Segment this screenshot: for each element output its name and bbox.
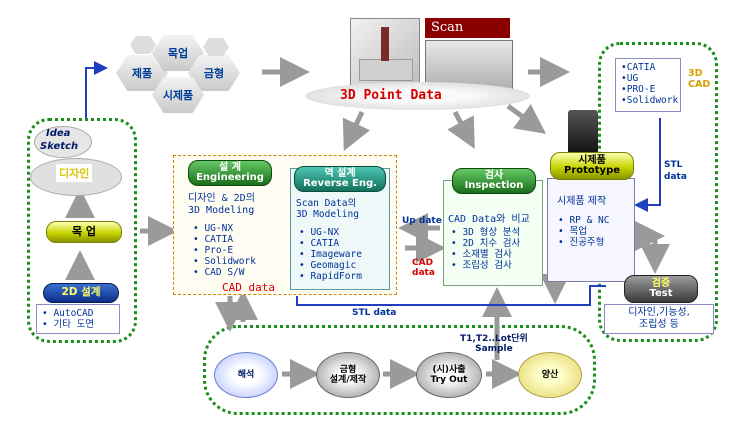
mold-label-1: 금형 [339, 364, 357, 375]
reverse-subtitle: Scan Data의 3D Modeling [296, 198, 359, 220]
design-label: 디자인 [56, 164, 93, 182]
list-item: • CATIA [299, 238, 340, 249]
mold-circle: 금형 설계/제작 [316, 352, 380, 398]
reverse-pill: 역 설계 Reverse Eng. [294, 166, 386, 192]
hex-deco-right [203, 38, 229, 56]
test-line-2: 조립성 등 [639, 319, 679, 330]
point-data-cloud [305, 82, 530, 110]
analysis-circle: 해석 [214, 352, 278, 398]
test-title-ko: 검증 [651, 277, 671, 289]
reverse-subtitle-2: 3D Modeling [296, 209, 359, 220]
inspection-title-en: Inspection [464, 180, 524, 191]
reverse-list: • UG-NX • CATIA • Imageware • Geomagic •… [294, 224, 386, 284]
list-item: • AutoCAD [42, 308, 94, 319]
list-item: • UG-NX [193, 223, 234, 234]
stl-data-bottom-label: STL data [352, 308, 397, 318]
mockup-pill: 목 업 [46, 221, 122, 243]
design-2d-pill: 2D 설계 [43, 283, 119, 303]
engineering-list: • UG-NX • CATIA • Pro-E • Solidwork • CA… [188, 220, 280, 280]
test-box: 디자인,기능성, 조립성 등 [604, 304, 714, 334]
inspection-title-ko: 검사 [484, 169, 504, 181]
cad-data-label-2: data [412, 268, 435, 278]
point-data-label: 3D Point Data [340, 88, 442, 103]
scanner-arm [381, 27, 389, 61]
list-item: •PRO-E [621, 84, 656, 95]
engineering-title-ko: 설 계 [219, 161, 241, 173]
lot-label-2: Sample [475, 344, 513, 354]
list-item: • 진공주형 [558, 237, 605, 248]
list-item: • Solidwork [193, 256, 256, 267]
lot-sample-label: T1,T2..Lot단위 Sample [460, 334, 528, 354]
list-item: • 목업 [558, 226, 587, 237]
analysis-label: 해석 [237, 369, 255, 380]
idea-title: Idea [46, 128, 71, 139]
lot-label-1: T1,T2..Lot단위 [460, 334, 528, 344]
list-item: •UG [621, 73, 639, 84]
engineering-subtitle-1: 디자인 & 2D의 [188, 193, 255, 204]
list-item: • CAD S/W [193, 267, 245, 278]
production-label: 양산 [541, 369, 559, 380]
cad3d-side-2: CAD [688, 79, 711, 90]
test-pill: 검증 Test [624, 275, 698, 303]
cad3d-side-label: 3D CAD [688, 68, 710, 90]
list-item: •CATIA [621, 62, 656, 73]
reverse-title-en: Reverse Eng. [303, 178, 377, 189]
prototype-pill: 시제품 Prototype [550, 152, 634, 180]
scan-title: Scan [425, 18, 510, 38]
test-title-en: Test [649, 288, 673, 299]
list-item: • Pro-E [193, 245, 234, 256]
list-item: • Geomagic [299, 260, 357, 271]
inspection-list: • 3D 형상 분석 • 2D 치수 검사 • 소재별 검사 • 조립성 검사 [446, 224, 542, 274]
inspection-pill: 검사 Inspection [452, 168, 536, 194]
cad3d-list: •CATIA •UG •PRO-E •Solidwork [615, 58, 681, 112]
reverse-title-ko: 역 설계 [324, 167, 356, 179]
list-item: •Solidwork [621, 95, 679, 106]
production-group-border [203, 325, 596, 415]
inspection-panel [443, 180, 543, 286]
list-item: • 2D 치수 검사 [451, 238, 521, 249]
sketch-title: Sketch [40, 141, 79, 152]
engineering-cad-data-label: CAD data [222, 281, 275, 294]
cad-data-label-1: CAD [412, 258, 434, 268]
update-label: Up date [402, 216, 442, 226]
list-item: • CATIA [193, 234, 234, 245]
prototype-machine-image [568, 110, 598, 154]
scanner-machine-image [350, 18, 420, 88]
engineering-subtitle: 디자인 & 2D의 3D Modeling [188, 193, 255, 217]
mold-label-2: 설계/제작 [329, 375, 367, 385]
list-item: • 소재별 검사 [451, 249, 512, 260]
list-item: • RP & NC [558, 215, 610, 226]
prototype-list: • RP & NC • 목업 • 진공주형 [553, 212, 633, 252]
test-line-1: 디자인,기능성, [628, 307, 690, 318]
hex-deco-left [130, 36, 156, 54]
list-item: • UG-NX [299, 227, 340, 238]
list-item: • RapidForm [299, 271, 362, 282]
prototype-title-ko: 시제품 [578, 154, 606, 166]
stl-data-label-2: data [664, 172, 687, 182]
idea-group-border [27, 118, 137, 343]
stl-data-label-1: STL [664, 160, 683, 170]
prototype-subtitle: 시제품 제작 [557, 196, 607, 207]
tryout-circle: (시)사출 Try Out [416, 352, 482, 398]
tryout-label-1: (시)사출 [432, 364, 466, 375]
idea-sketch-cloud [34, 126, 92, 158]
engineering-subtitle-2: 3D Modeling [188, 205, 255, 216]
cad3d-side-1: 3D [688, 68, 703, 79]
engineering-title-en: Engineering [196, 172, 264, 183]
list-item: • 기타 도면 [42, 319, 95, 330]
scanner-table [359, 59, 413, 81]
design-2d-list: • AutoCAD • 기타 도면 [36, 304, 120, 334]
tryout-label-2: Try Out [430, 375, 468, 385]
inspection-subtitle: CAD Data와 비교 [448, 214, 530, 225]
prototype-title-en: Prototype [563, 165, 621, 176]
list-item: • 조립성 검사 [451, 260, 512, 271]
production-circle: 양산 [518, 352, 582, 398]
hex-prototype: 시제품 [152, 77, 204, 113]
prototype-panel [547, 178, 635, 282]
engineering-pill: 설 계 Engineering [188, 160, 272, 186]
reverse-subtitle-1: Scan Data의 [296, 198, 357, 209]
list-item: • 3D 형상 분석 [451, 227, 521, 238]
list-item: • Imageware [299, 249, 362, 260]
